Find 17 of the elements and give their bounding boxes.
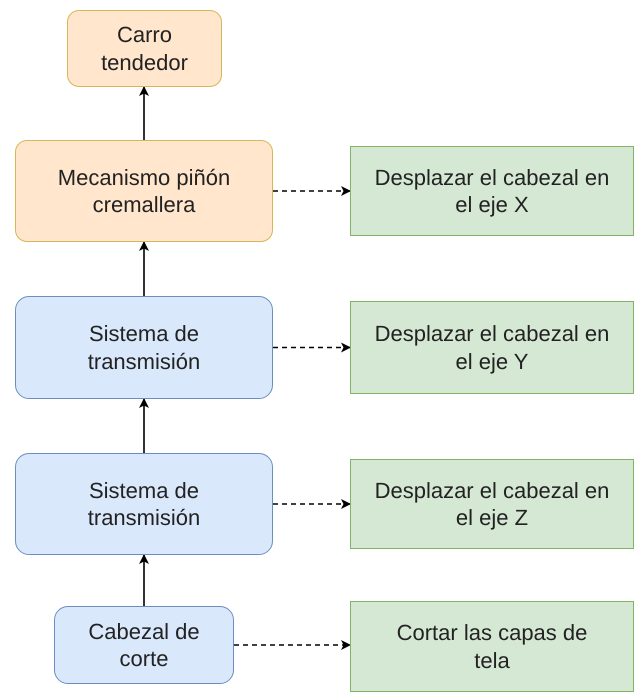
arrow (139, 241, 149, 296)
arrow (273, 342, 351, 352)
arrow (139, 86, 149, 140)
arrow (139, 554, 149, 606)
function-box: Desplazar el cabezal en el eje X (350, 146, 634, 236)
process-box: Carro tendedor (67, 10, 222, 87)
process-box: Cabezal de corte (54, 606, 234, 684)
function-box: Desplazar el cabezal en el eje Z (350, 459, 634, 549)
arrow (273, 499, 351, 509)
function-box: Cortar las capas de tela (350, 601, 634, 692)
arrow (139, 398, 149, 453)
arrow (273, 186, 351, 196)
process-box: Sistema de transmisión (15, 296, 273, 399)
function-box: Desplazar el cabezal en el eje Y (350, 301, 634, 394)
process-box: Mecanismo piñón cremallera (15, 140, 273, 242)
process-box: Sistema de transmisión (15, 453, 273, 555)
arrow (234, 640, 351, 650)
